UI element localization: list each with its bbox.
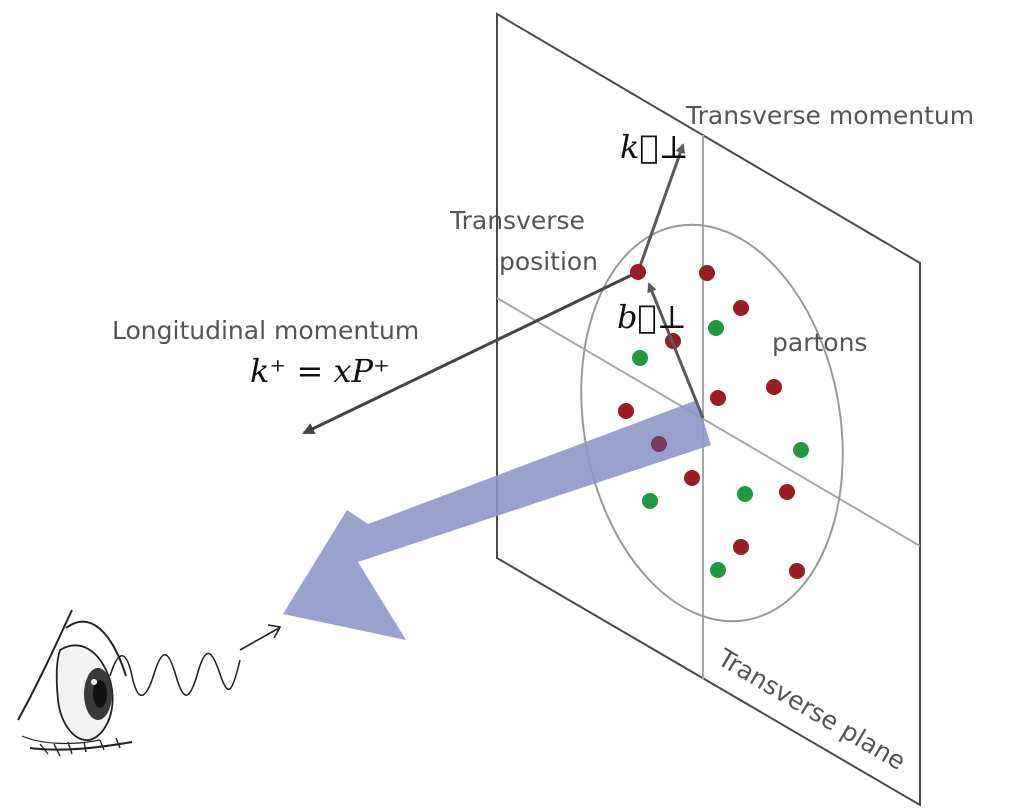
green-parton-5 xyxy=(737,486,753,502)
green-parton-3 xyxy=(793,442,809,458)
k-perp-symbol: k⃗⊥ xyxy=(620,128,689,166)
red-parton-6 xyxy=(710,390,726,406)
red-parton-1 xyxy=(699,265,715,281)
longitudinal-direction-arrow xyxy=(283,400,711,640)
green-parton-6 xyxy=(710,562,726,578)
parton-overlap-marker xyxy=(651,436,667,452)
wavy-photon-icon xyxy=(109,624,282,697)
green-parton-4 xyxy=(642,493,658,509)
k-plus-equation: k⁺ = xP⁺ xyxy=(250,352,390,390)
transverse-momentum-label: Transverse momentum xyxy=(685,101,974,130)
red-parton-7 xyxy=(684,470,700,486)
eye-icon xyxy=(17,609,133,757)
selected-parton xyxy=(630,264,646,280)
red-parton-9 xyxy=(733,539,749,555)
green-parton-1 xyxy=(708,320,724,336)
red-parton-5 xyxy=(766,379,782,395)
transverse-plane-label: Transverse plane xyxy=(712,643,910,776)
partons-label: partons xyxy=(772,328,867,357)
horizontal-axis xyxy=(496,297,921,547)
red-parton-8 xyxy=(779,484,795,500)
red-partons xyxy=(618,265,805,579)
transverse-position-label-line1: Transverse xyxy=(449,206,585,235)
green-partons xyxy=(632,320,809,578)
b-perp-symbol: b⃗⊥ xyxy=(617,298,687,336)
green-parton-2 xyxy=(632,350,648,366)
transverse-plane xyxy=(496,12,921,807)
transverse-position-label-line2: position xyxy=(499,247,598,276)
b-perp-vector xyxy=(647,282,705,419)
longitudinal-momentum-label: Longitudinal momentum xyxy=(112,316,419,345)
red-parton-10 xyxy=(789,563,805,579)
red-parton-2 xyxy=(733,300,749,316)
longitudinal-momentum-vector xyxy=(302,270,639,435)
red-parton-4 xyxy=(618,403,634,419)
k-perp-vector xyxy=(636,143,686,273)
